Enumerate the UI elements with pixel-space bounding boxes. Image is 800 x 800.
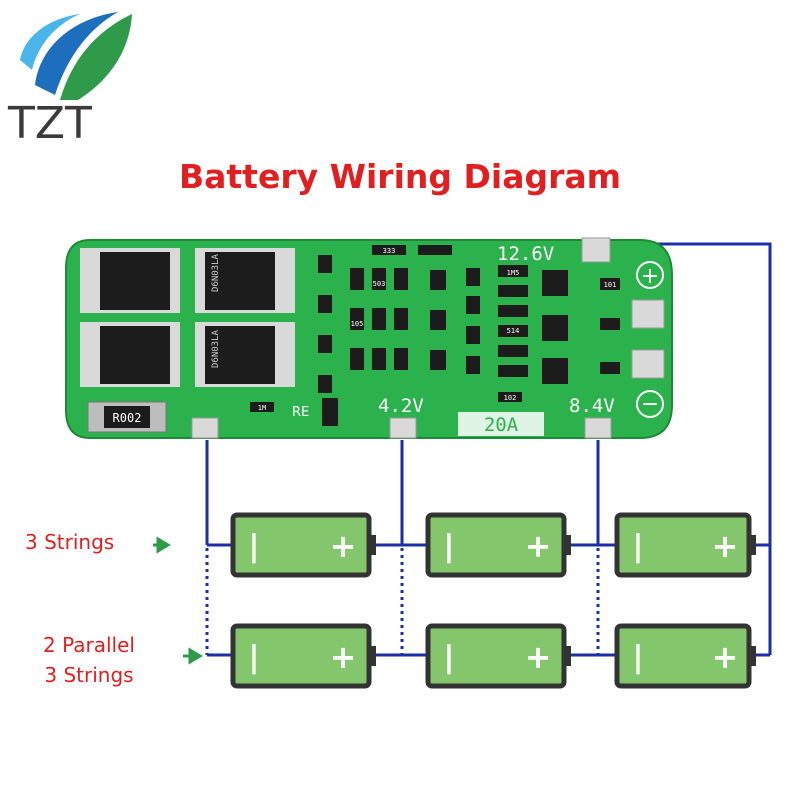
cell-minus-mark: | (444, 640, 455, 675)
cell-minus-mark: | (249, 529, 260, 564)
cell-plus-mark: + (330, 638, 357, 676)
solder-pads (191, 237, 665, 439)
cell-plus-mark: + (525, 527, 552, 565)
current-rating: 20A (484, 414, 519, 436)
battery-cell: | + (230, 623, 376, 689)
cell-minus-mark: | (633, 640, 644, 675)
cell-row-2: | + | + | + (230, 623, 756, 689)
cell-plus-mark: + (330, 527, 357, 565)
plus-symbol-circle (636, 261, 664, 289)
battery-cell: | + (425, 623, 571, 689)
label-12v6: 12.6V (497, 243, 554, 265)
cell-plus-mark: + (525, 638, 552, 676)
cell-plus-mark: + (712, 638, 739, 676)
resistor-code: 503 (373, 280, 386, 288)
resistor-code: 102 (504, 394, 517, 402)
resistor-code: 105 (351, 320, 364, 328)
shunt-resistor-label: R002 (113, 411, 142, 425)
mosfet-marking: D6N03LA (211, 329, 221, 368)
arrow-3-strings (153, 536, 171, 554)
mosfets: D6N03LA D6N03LA (80, 248, 295, 387)
battery-cell: | + (230, 512, 376, 578)
tzt-logo: TZT (7, 12, 132, 149)
resistor-code: 1M (258, 404, 266, 412)
cell-row-1: | + | + | + (230, 512, 756, 578)
mosfet-marking: D6N03LA (211, 253, 221, 292)
label-3-strings: 3 Strings (25, 530, 115, 554)
label-2-parallel-line2: 3 Strings (44, 663, 134, 687)
label-8v4: 8.4V (569, 395, 615, 417)
label-4v2: 4.2V (378, 395, 424, 417)
battery-cell: | + (614, 623, 756, 689)
bms-board: D6N03LA D6N03LA R002 RE 333 1M 102 101 1 (65, 237, 673, 439)
smd-components (250, 245, 620, 426)
resistor-code: 101 (604, 281, 617, 289)
battery-cell: | + (425, 512, 571, 578)
resistor-code: 333 (383, 247, 396, 255)
logo-text: TZT (7, 98, 92, 149)
logo-mark (20, 12, 132, 100)
resistor-code: 1M5 (507, 269, 520, 277)
cell-plus-mark: + (712, 527, 739, 565)
re-label: RE (292, 405, 309, 420)
cell-minus-mark: | (444, 529, 455, 564)
resistor-code: 514 (507, 327, 520, 335)
cell-minus-mark: | (249, 640, 260, 675)
battery-cell: | + (614, 512, 756, 578)
diagram-title: Battery Wiring Diagram (178, 157, 622, 196)
board-minus-symbol: − (641, 392, 659, 417)
wire-positive (610, 242, 772, 545)
label-2-parallel-line1: 2 Parallel (43, 633, 135, 657)
board-plus-symbol: + (641, 264, 659, 289)
label-2-parallel-3-strings: 2 Parallel 3 Strings (43, 630, 135, 690)
minus-symbol-circle (636, 390, 664, 418)
cell-minus-mark: | (633, 529, 644, 564)
arrow-2-parallel (183, 647, 203, 665)
